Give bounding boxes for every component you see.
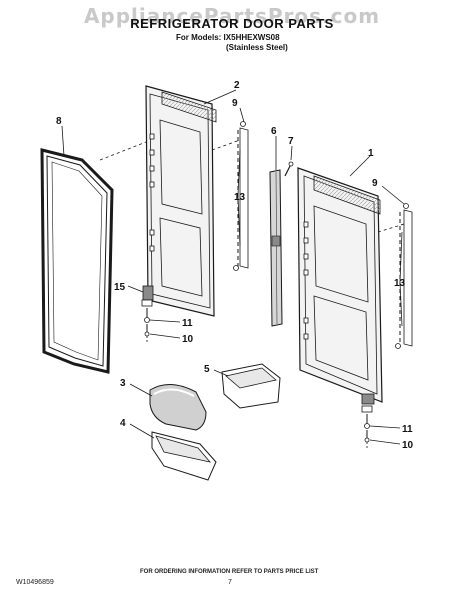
bottom-hardware-left bbox=[141, 299, 153, 337]
callout-9-right: 9 bbox=[372, 178, 378, 189]
callout-11-right: 11 bbox=[402, 424, 413, 435]
callout-8: 8 bbox=[56, 116, 62, 127]
screw-left-part-9 bbox=[233, 121, 246, 271]
document-number: W10496859 bbox=[16, 579, 54, 586]
callout-2: 2 bbox=[234, 80, 240, 91]
bin-cover-part-3 bbox=[149, 384, 207, 431]
model-info: For Models: IX5HHEXWS08 (Stainless Steel… bbox=[176, 33, 288, 53]
callout-15: 15 bbox=[114, 282, 126, 293]
callout-9-left: 9 bbox=[232, 98, 238, 109]
left-door-part-2 bbox=[142, 85, 217, 317]
bottom-hardware-right bbox=[361, 405, 373, 443]
door-gasket-part-8 bbox=[40, 148, 114, 374]
center-hinge-bar-part-6 bbox=[269, 169, 283, 327]
callout-1: 1 bbox=[368, 148, 374, 159]
models-variant: (Stainless Steel) bbox=[226, 43, 288, 52]
right-door-part-1 bbox=[297, 167, 383, 405]
callout-5: 5 bbox=[204, 364, 210, 375]
callout-10-left: 10 bbox=[182, 334, 194, 345]
callout-7: 7 bbox=[288, 136, 294, 147]
page-number: 7 bbox=[228, 579, 232, 586]
callout-13-right: 13 bbox=[394, 278, 406, 289]
callout-11-left: 11 bbox=[182, 318, 193, 329]
leader-lines bbox=[61, 89, 405, 448]
ordering-note: FOR ORDERING INFORMATION REFER TO PARTS … bbox=[140, 569, 319, 575]
callout-10-right: 10 bbox=[402, 440, 414, 451]
callouts: 8 2 9 13 6 7 1 9 13 15 11 10 5 3 4 11 10 bbox=[56, 80, 414, 451]
callout-3: 3 bbox=[120, 378, 126, 389]
screw-part-7 bbox=[284, 161, 294, 177]
models-line: For Models: IX5HHEXWS08 bbox=[176, 33, 280, 42]
watermark: AppliancePartsPros.com bbox=[83, 4, 381, 28]
hinge-strip-left-part-13 bbox=[237, 127, 249, 269]
callout-13-left: 13 bbox=[234, 192, 246, 203]
screw-right-part-9 bbox=[395, 203, 409, 349]
door-bin-part-4 bbox=[151, 431, 217, 481]
callout-6: 6 bbox=[271, 126, 277, 137]
door-bin-part-5 bbox=[221, 363, 281, 409]
callout-4: 4 bbox=[120, 418, 126, 429]
page-title: REFRIGERATOR DOOR PARTS bbox=[130, 16, 334, 31]
